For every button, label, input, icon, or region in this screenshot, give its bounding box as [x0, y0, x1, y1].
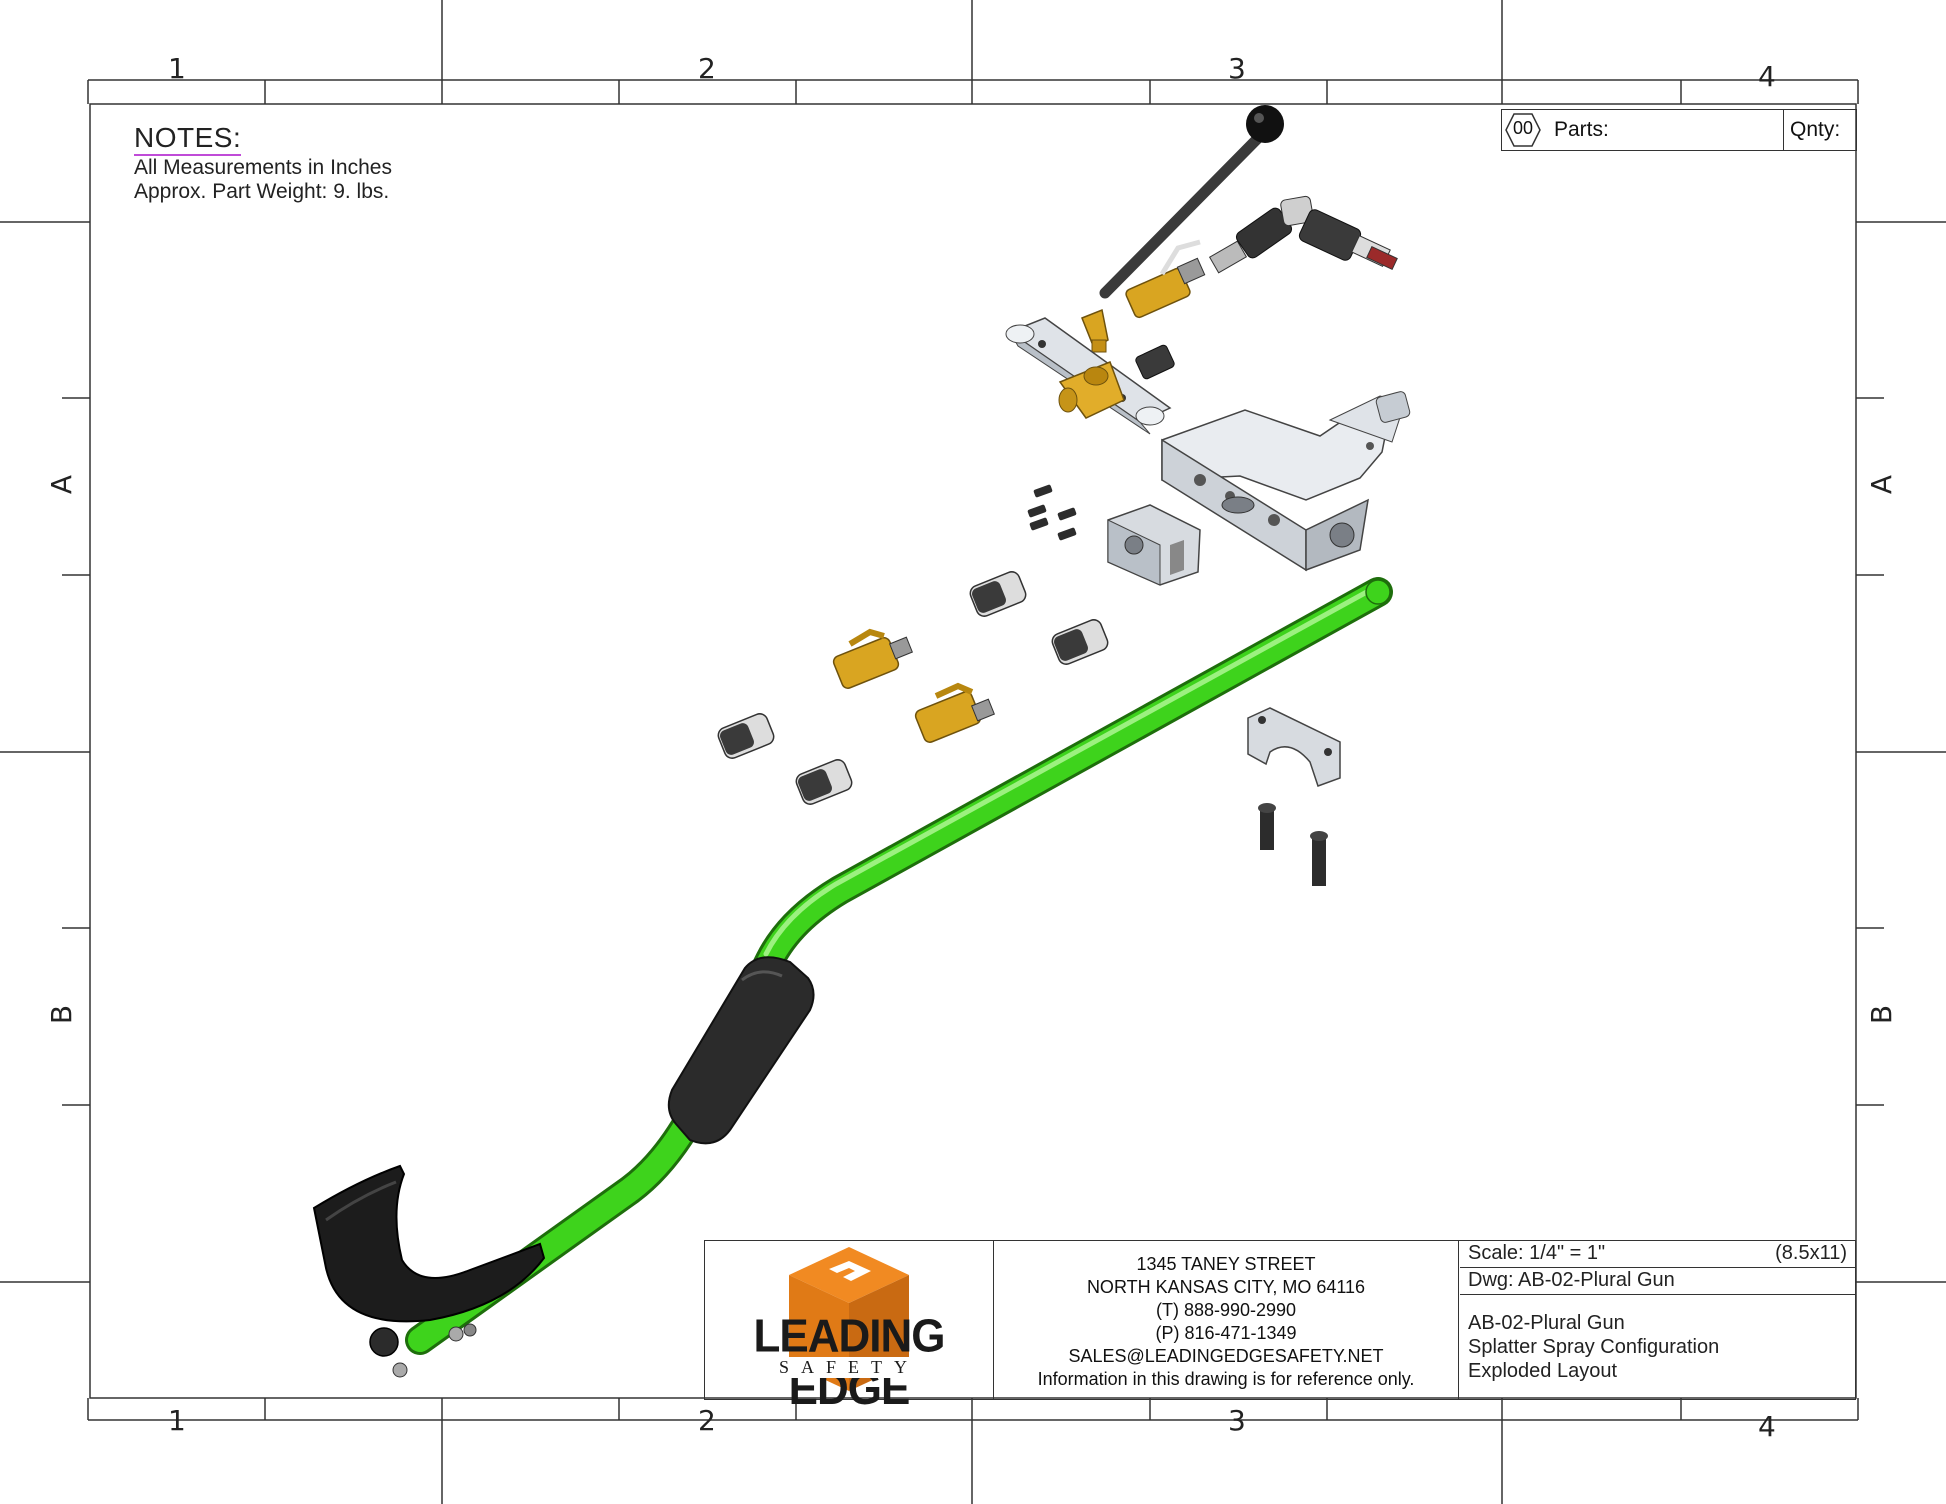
logo-cell: LEADING EDGE SAFETY: [705, 1241, 994, 1414]
zone-label-top-4: 4: [1758, 60, 1776, 93]
item-number: 00: [1512, 118, 1534, 138]
notes-line-measurements: All Measurements in Inches: [134, 156, 392, 179]
dwg-row: Dwg: AB-02-Plural Gun: [1460, 1268, 1855, 1295]
brass-ball-valve-1-part: [832, 628, 913, 689]
scale-value: Scale: 1/4" = 1": [1468, 1242, 1606, 1264]
drawing-description: AB-02-Plural Gun Splatter Spray Configur…: [1468, 1311, 1719, 1383]
item-balloon-icon: [1505, 113, 1541, 147]
gun-block-part: [1161, 391, 1411, 572]
bolt-1-part: [1258, 803, 1276, 850]
description-line-3: Exploded Layout: [1468, 1360, 1618, 1382]
clamp-block-part: [1107, 504, 1201, 586]
zone-label-top-1: 1: [168, 52, 186, 85]
brass-elbow-part: [1081, 308, 1109, 353]
notes-line-weight: Approx. Part Weight: 9. lbs.: [134, 180, 390, 203]
info-cell: Scale: 1/4" = 1" (8.5x11) Dwg: AB-02-Plu…: [1460, 1241, 1855, 1399]
zone-label-top-3: 3: [1228, 52, 1246, 85]
notes-title: NOTES:: [134, 122, 242, 156]
logo-tagline: SAFETY: [745, 1357, 953, 1378]
disclaimer: Information in this drawing is for refer…: [1037, 1369, 1415, 1389]
quick-coupler-1-part: [969, 571, 1027, 617]
notes-block: NOTES: All Measurements in Inches Approx…: [134, 122, 392, 204]
zone-label-left-a: A: [45, 474, 79, 495]
sheet-size: (8.5x11): [1775, 1242, 1847, 1264]
parts-list-header: 00 Parts: Qnty:: [1501, 109, 1857, 151]
top-ball-valve-part: [1125, 239, 1206, 319]
air-fitting-assembly-part: [1208, 195, 1398, 274]
saddle-clamp-part: [1247, 707, 1341, 787]
address-street: 1345 TANEY STREET: [1136, 1254, 1316, 1274]
address-phone: (P) 816-471-1349: [1155, 1323, 1297, 1343]
threaded-nipple-part: [1135, 344, 1175, 380]
address-email: SALES@LEADINGEDGESAFETY.NET: [1068, 1346, 1384, 1366]
parts-divider: [1783, 110, 1784, 150]
green-handle-pipe-part: [405, 577, 1393, 1355]
zone-label-bottom-1: 1: [168, 1404, 186, 1437]
zone-label-top-2: 2: [698, 52, 716, 85]
screws-cluster-part: [1027, 484, 1077, 541]
quick-coupler-4-part: [795, 759, 853, 805]
qnty-label: Qnty:: [1790, 118, 1841, 141]
address-city: NORTH KANSAS CITY, MO 64116: [1086, 1277, 1366, 1297]
zone-label-bottom-4: 4: [1758, 1410, 1776, 1443]
title-block: LEADING EDGE SAFETY 1345 TANEY STREET NO…: [704, 1240, 1856, 1414]
exploded-assembly-illustration: [312, 105, 1411, 1378]
brass-tee-part: [1058, 361, 1125, 419]
dwg-number: Dwg: AB-02-Plural Gun: [1468, 1269, 1675, 1291]
description-line-2: Splatter Spray Configuration: [1468, 1336, 1720, 1358]
address-cell: 1345 TANEY STREET NORTH KANSAS CITY, MO …: [994, 1241, 1459, 1399]
zone-label-right-a: A: [1865, 474, 1899, 495]
zone-label-bottom-2: 2: [698, 1404, 716, 1437]
zone-label-right-b: B: [1865, 1004, 1899, 1025]
foam-grip-part: [667, 956, 815, 1145]
lever-handle-part: [1099, 105, 1284, 299]
brass-ball-valve-2-part: [914, 682, 995, 743]
scale-row: Scale: 1/4" = 1" (8.5x11): [1460, 1241, 1855, 1268]
zone-label-bottom-3: 3: [1228, 1404, 1246, 1437]
quick-coupler-2-part: [1051, 619, 1109, 665]
description-line-1: AB-02-Plural Gun: [1468, 1312, 1625, 1334]
address-phone-toll-free: (T) 888-990-2990: [1155, 1300, 1297, 1320]
bolt-2-part: [1310, 831, 1328, 886]
shoulder-rest-part: [312, 1164, 546, 1378]
zone-label-left-b: B: [45, 1004, 79, 1025]
quick-coupler-3-part: [717, 713, 775, 759]
parts-label: Parts:: [1554, 118, 1609, 141]
